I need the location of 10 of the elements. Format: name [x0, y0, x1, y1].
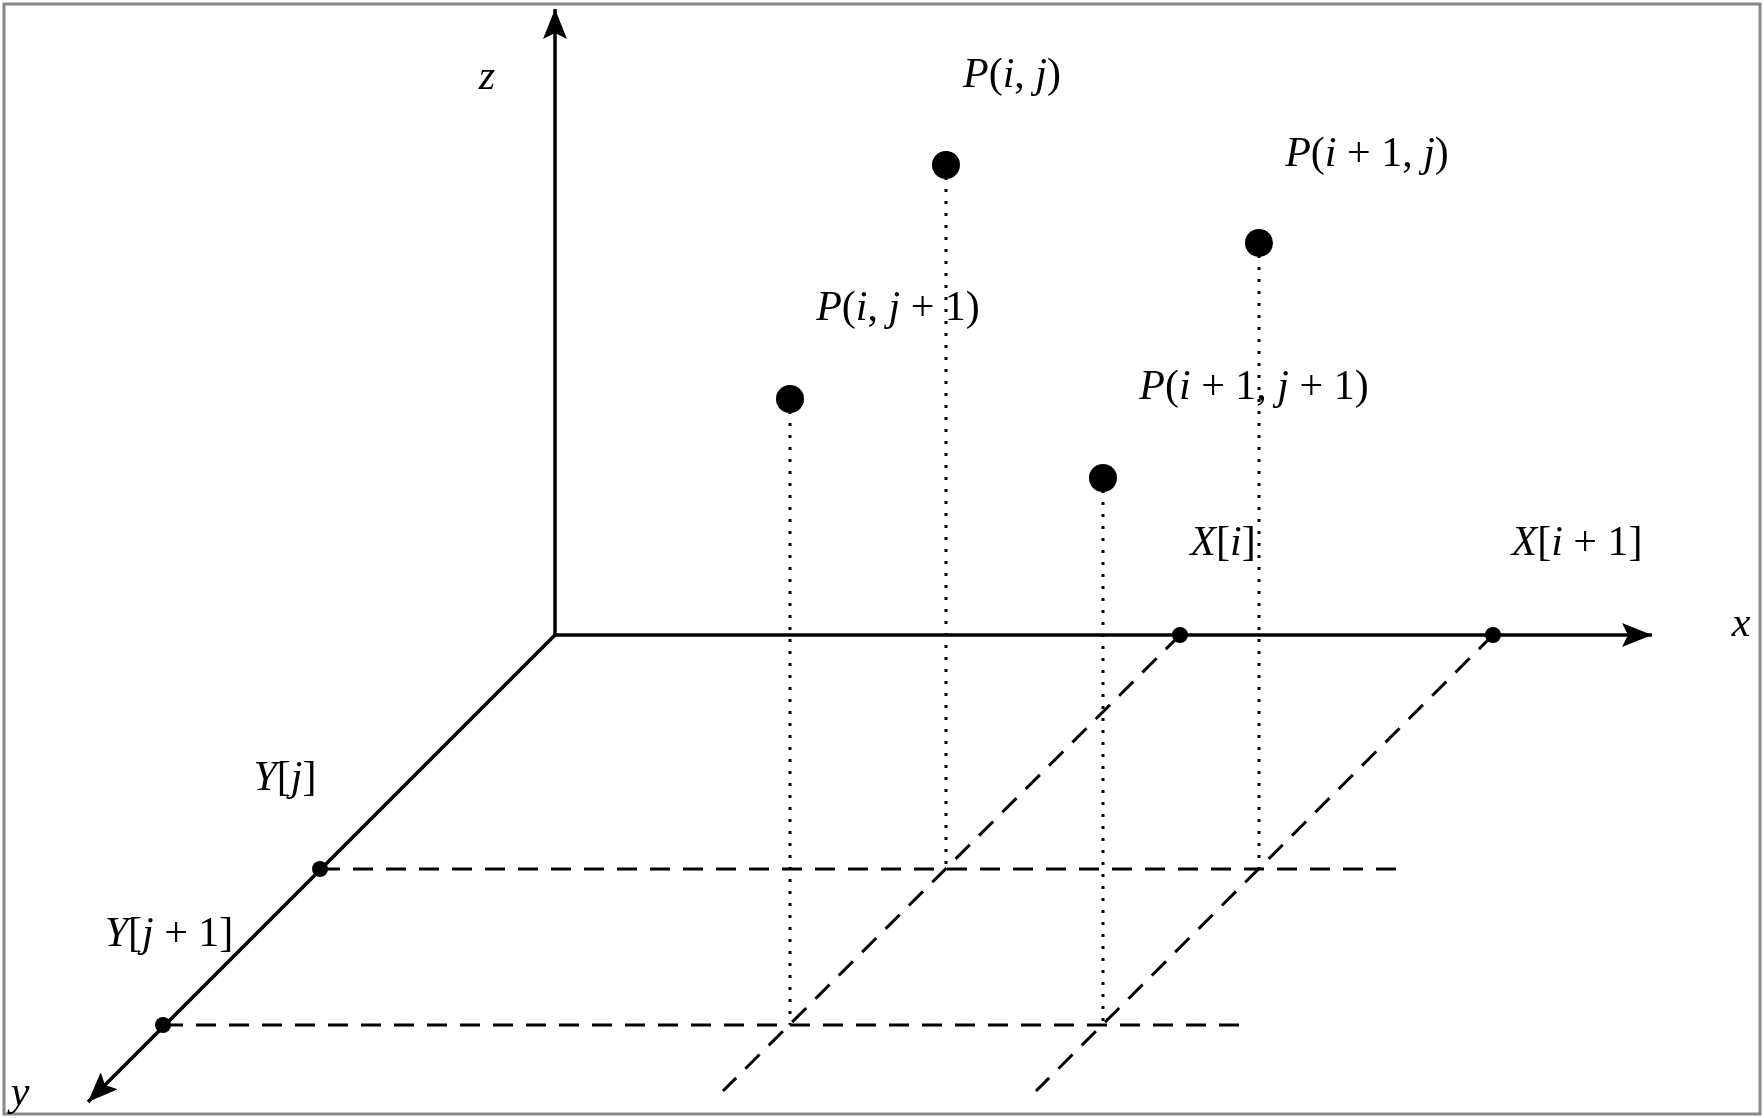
point-label: P(i + 1, j + 1): [1139, 361, 1369, 409]
tick-label: X[i]: [1190, 517, 1256, 565]
tick-label: X[i + 1]: [1511, 517, 1643, 565]
axis-label: x: [1731, 598, 1751, 646]
tick-label: Y[j + 1]: [104, 908, 234, 956]
point-label: P(i, j): [963, 49, 1061, 97]
point-label: P(i, j + 1): [816, 282, 980, 330]
axis-label: z: [478, 51, 496, 99]
point-label: P(i + 1, j): [1285, 128, 1449, 176]
tick-label: Y[j]: [253, 752, 317, 800]
